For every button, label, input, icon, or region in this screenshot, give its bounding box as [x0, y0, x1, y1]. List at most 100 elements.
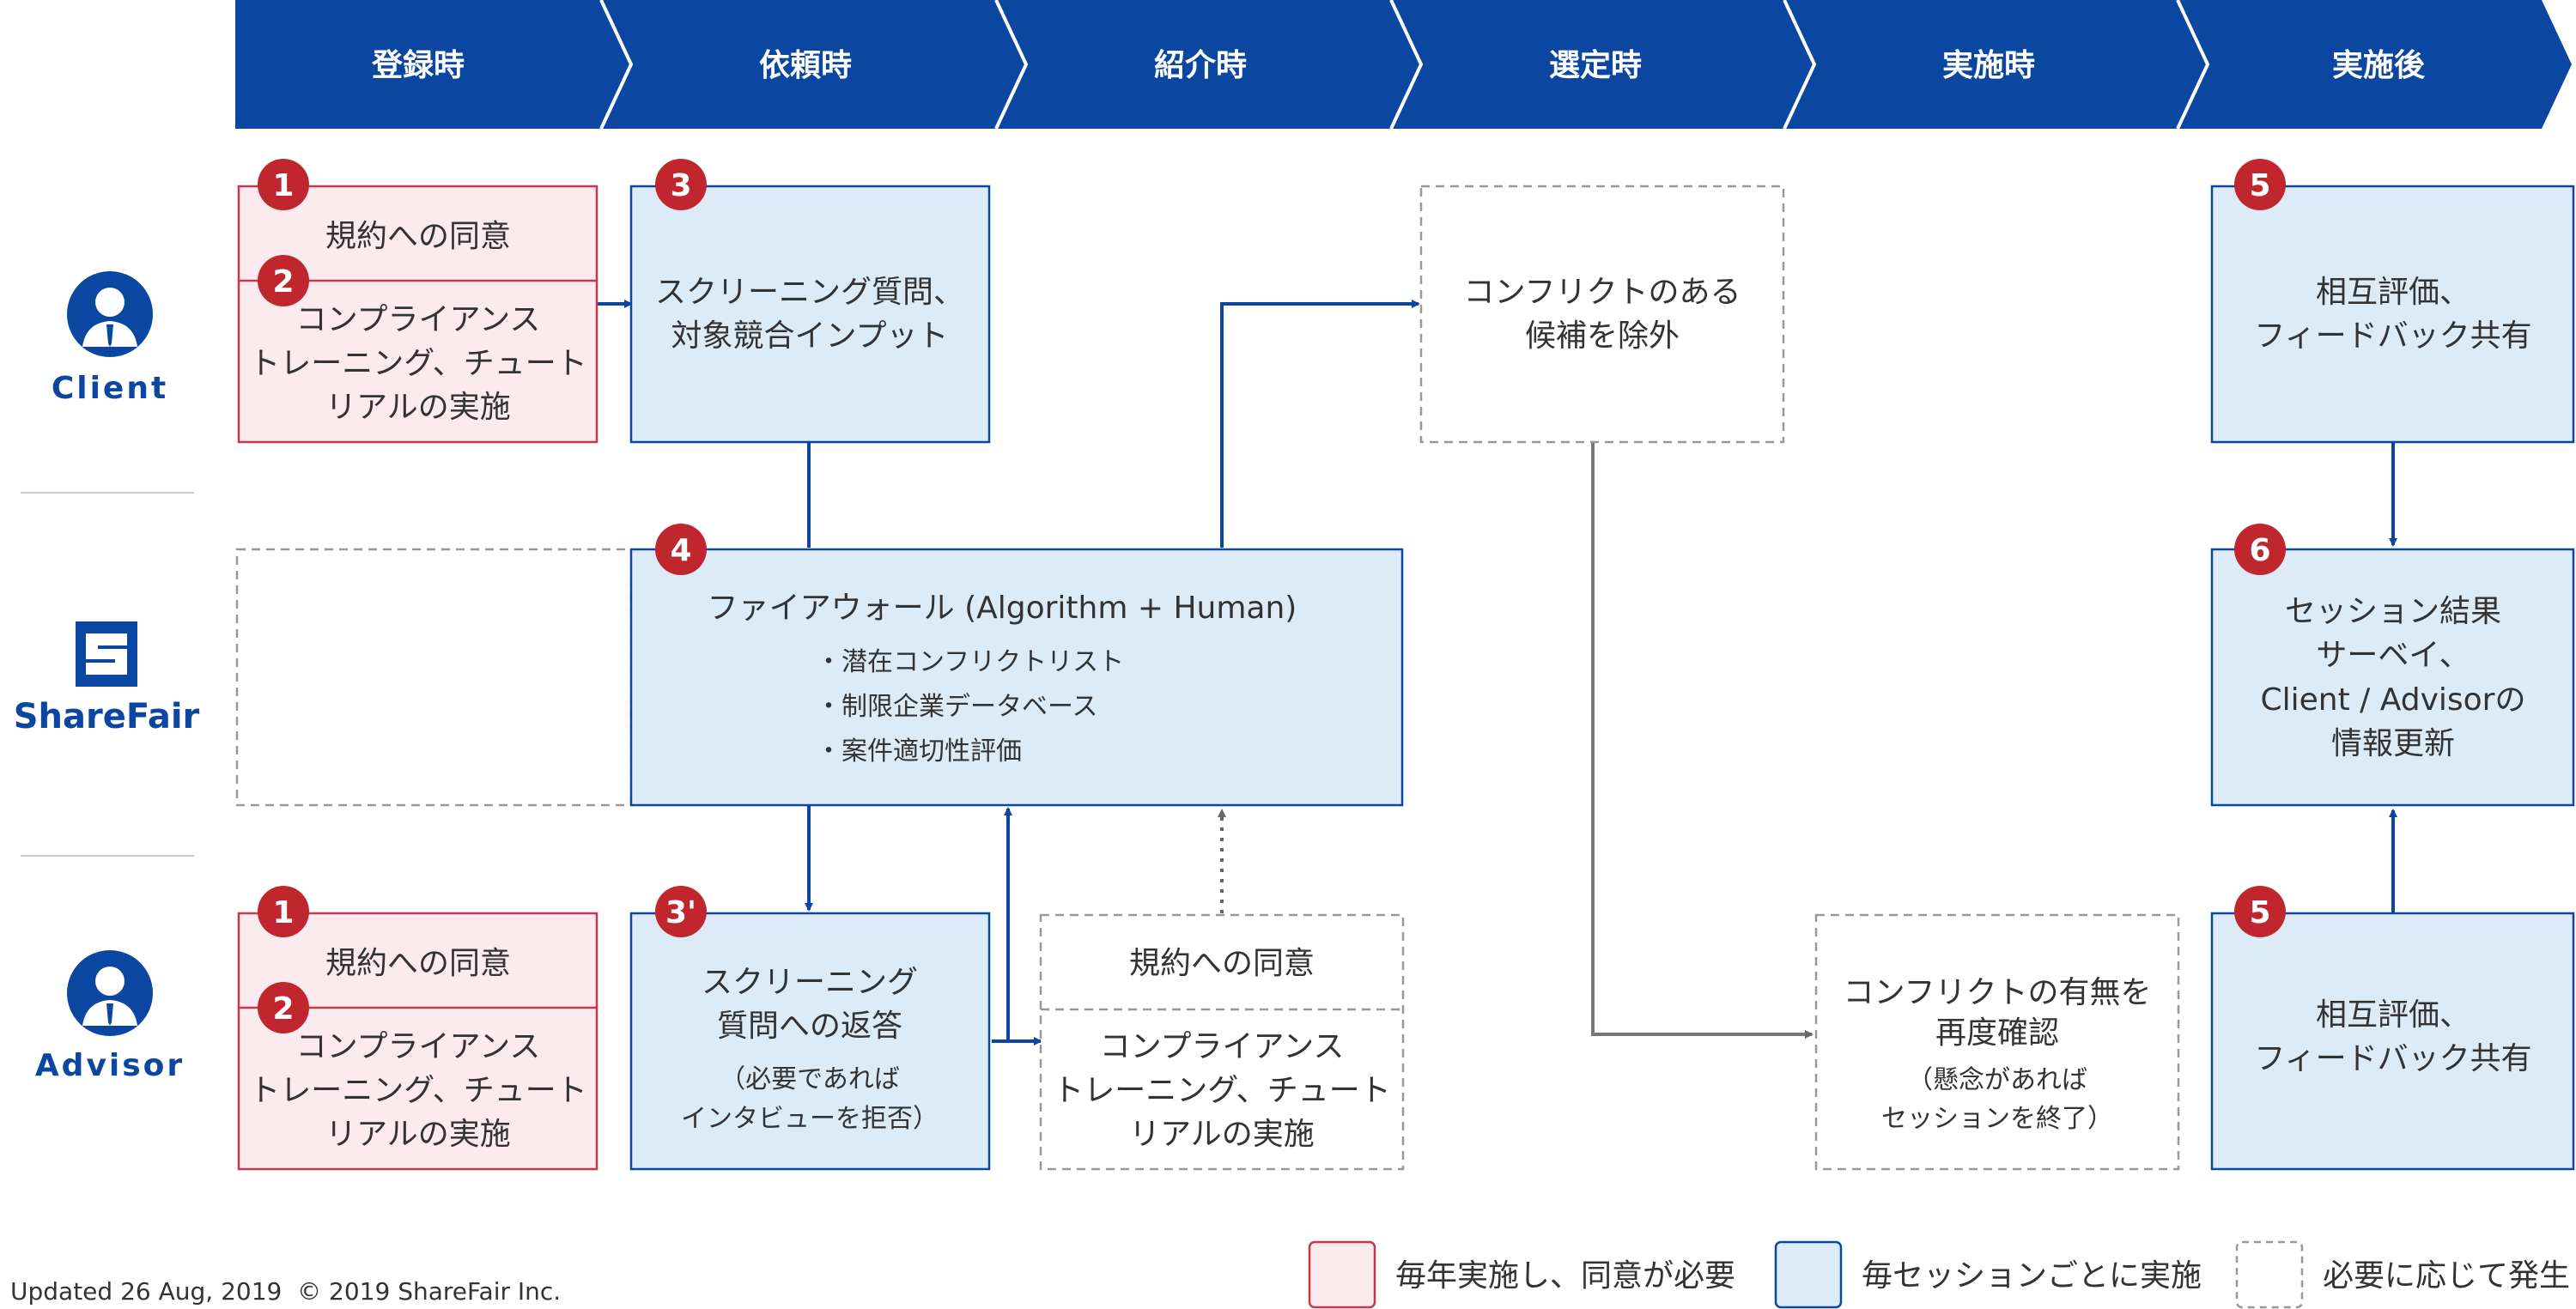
sharefair-role: ShareFair	[14, 621, 200, 736]
advisor-recheck-box	[1814, 913, 2180, 1171]
stage-separator	[1783, 0, 1817, 130]
advisor-recheck-block: コンフリクトの有無を 再度確認 （懸念があれば セッションを終了）	[1814, 913, 2180, 1171]
stage-separator	[1389, 0, 1424, 130]
firewall-item-case-review: ・案件適切性評価	[816, 736, 1022, 767]
advisor-recheck-line-1: コンフリクトの有無を	[1844, 975, 2152, 1010]
advisor-intro-agree: 規約への同意	[1129, 946, 1315, 981]
advisor-screening-sub-2: インタビューを拒否）	[681, 1104, 939, 1134]
stage-separator	[2176, 0, 2210, 130]
stage-header: 登録時 依頼時 紹介時 選定時 実施時 実施後	[235, 0, 2572, 130]
stage-label-request: 依頼時	[759, 48, 852, 83]
client-eval-line-1: 相互評価、	[2316, 275, 2470, 310]
session-survey-box	[2210, 548, 2575, 807]
advisor-intro-line-1: コンプライアンス	[1100, 1029, 1345, 1064]
svg-text:4: 4	[670, 533, 691, 568]
client-eval-line-2: フィードバック共有	[2254, 318, 2531, 354]
session-survey-line-3: Client / Advisorの	[2261, 682, 2526, 718]
client-screening-line-1: スクリーニング質問、	[655, 275, 964, 310]
client-exclusion-block: コンフリクトのある 候補を除外	[1419, 185, 1785, 444]
stage-chevron-6	[2178, 0, 2572, 129]
advisor-intro-box	[1039, 913, 1405, 1171]
client-screening-block: スクリーニング質問、 対象競合インプット	[629, 185, 991, 444]
badge-client-2: 2	[258, 255, 309, 306]
legend-swatch-session	[1774, 1240, 1843, 1309]
advisor-agree-text: 規約への同意	[325, 946, 511, 981]
advisor-eval-line-1: 相互評価、	[2316, 997, 2470, 1033]
stage-separator	[994, 0, 1029, 130]
firewall-item-conflict-list: ・潜在コンフリクトリスト	[816, 647, 1124, 677]
stage-chevron-1	[235, 0, 631, 129]
session-survey-line-2: サーベイ、	[2316, 638, 2470, 673]
advisor-compliance-line-1: コンプライアンス	[296, 1029, 541, 1064]
svg-text:5: 5	[2249, 168, 2270, 203]
advisor-recheck-sub-2: セッションを終了）	[1881, 1104, 2113, 1134]
advisor-annual-block: 規約への同意 コンプライアンス トレーニング、チュート リアルの実施	[237, 912, 598, 1171]
advisor-screening-block: スクリーニング 質問への返答 （必要であれば インタビューを拒否）	[629, 912, 991, 1171]
badge-client-5: 5	[2234, 159, 2286, 210]
stage-label-registration: 登録時	[371, 48, 465, 83]
session-survey-line-4: 情報更新	[2331, 726, 2455, 761]
badge-client-1: 1	[258, 159, 309, 210]
client-exclusion-line-2: 候補を除外	[1525, 318, 1680, 354]
svg-text:2: 2	[272, 991, 294, 1027]
connectors	[597, 300, 2397, 1045]
stage-separator	[599, 0, 634, 130]
svg-text:6: 6	[2249, 533, 2270, 568]
stage-label-introduction: 紹介時	[1154, 48, 1247, 83]
client-annual-block: 規約への同意 コンプライアンス トレーニング、チュート リアルの実施	[237, 185, 598, 444]
svg-text:5: 5	[2249, 895, 2270, 930]
advisor-eval-box	[2210, 912, 2575, 1171]
advisor-screening-box	[629, 912, 991, 1171]
session-survey-block: セッション結果 サーベイ、 Client / Advisorの 情報更新	[2210, 548, 2575, 807]
badges: 1 2 3 5 4 6 1 2	[258, 159, 2286, 1033]
client-eval-box	[2210, 185, 2575, 444]
legend-swatch-asneeded	[2235, 1240, 2304, 1309]
stage-chevron-4	[1391, 0, 1814, 129]
legend-label-annual: 毎年実施し、同意が必要	[1395, 1258, 1735, 1294]
svg-text:3: 3	[670, 168, 691, 203]
sharefair-logo-text: ShareFair	[14, 697, 200, 736]
svg-text:1: 1	[272, 895, 294, 930]
firewall-item-restricted-db: ・制限企業データベース	[816, 692, 1098, 722]
client-compliance-line-2: トレーニング、チュート	[249, 346, 586, 381]
legend: 毎年実施し、同意が必要 毎セッションごとに実施 必要に応じて発生	[1308, 1240, 2570, 1309]
advisor-eval-line-2: フィードバック共有	[2254, 1041, 2531, 1076]
badge-advisor-1: 1	[258, 886, 309, 937]
stage-label-after: 実施後	[2332, 48, 2426, 83]
client-role-label: Client	[52, 371, 168, 406]
stage-chevron-5	[1784, 0, 2208, 129]
arrow-exclusion-to-recheck	[1591, 442, 1814, 1039]
advisor-screening-line-2: 質問への返答	[717, 1009, 902, 1044]
advisor-annual-box	[237, 912, 598, 1171]
firewall-title: ファイアウォール (Algorithm + Human)	[708, 591, 1297, 626]
badge-firewall-4: 4	[655, 524, 707, 575]
advisor-eval-block: 相互評価、 フィードバック共有	[2210, 912, 2575, 1171]
advisor-role: Advisor	[35, 950, 182, 1083]
advisor-intro-block: 規約への同意 コンプライアンス トレーニング、チュート リアルの実施	[1039, 913, 1405, 1171]
advisor-compliance-line-2: トレーニング、チュート	[249, 1073, 586, 1108]
firewall-block: ファイアウォール (Algorithm + Human) ・潜在コンフリクトリス…	[629, 548, 1404, 807]
client-eval-block: 相互評価、 フィードバック共有	[2210, 185, 2575, 444]
badge-advisor-3prime: 3'	[655, 886, 707, 937]
advisor-intro-line-2: トレーニング、チュート	[1053, 1073, 1390, 1108]
client-screening-box	[629, 185, 991, 444]
client-screening-line-2: 対象競合インプット	[671, 318, 949, 354]
advisor-intro-line-3: リアルの実施	[1129, 1117, 1315, 1152]
client-compliance-line-3: リアルの実施	[325, 390, 511, 425]
legend-label-session: 毎セッションごとに実施	[1862, 1258, 2202, 1294]
firewall-box	[629, 548, 1404, 807]
stage-chevron-3	[996, 0, 1421, 129]
badge-advisor-2: 2	[258, 982, 309, 1033]
legend-label-asneeded: 必要に応じて発生	[2323, 1258, 2570, 1294]
badge-survey-6: 6	[2234, 524, 2286, 575]
advisor-screening-sub-1: （必要であれば	[720, 1064, 900, 1094]
stage-label-selection: 選定時	[1549, 48, 1642, 83]
advisor-compliance-line-3: リアルの実施	[325, 1117, 511, 1152]
svg-text:2: 2	[272, 264, 294, 300]
advisor-recheck-line-2: 再度確認	[1935, 1015, 2059, 1051]
advisor-screening-line-1: スクリーニング	[702, 965, 918, 1000]
stage-label-execution: 実施時	[1942, 48, 2035, 83]
badge-advisor-5: 5	[2234, 886, 2286, 937]
sharefair-empty-placeholder-box	[235, 548, 633, 807]
client-exclusion-box	[1419, 185, 1785, 444]
